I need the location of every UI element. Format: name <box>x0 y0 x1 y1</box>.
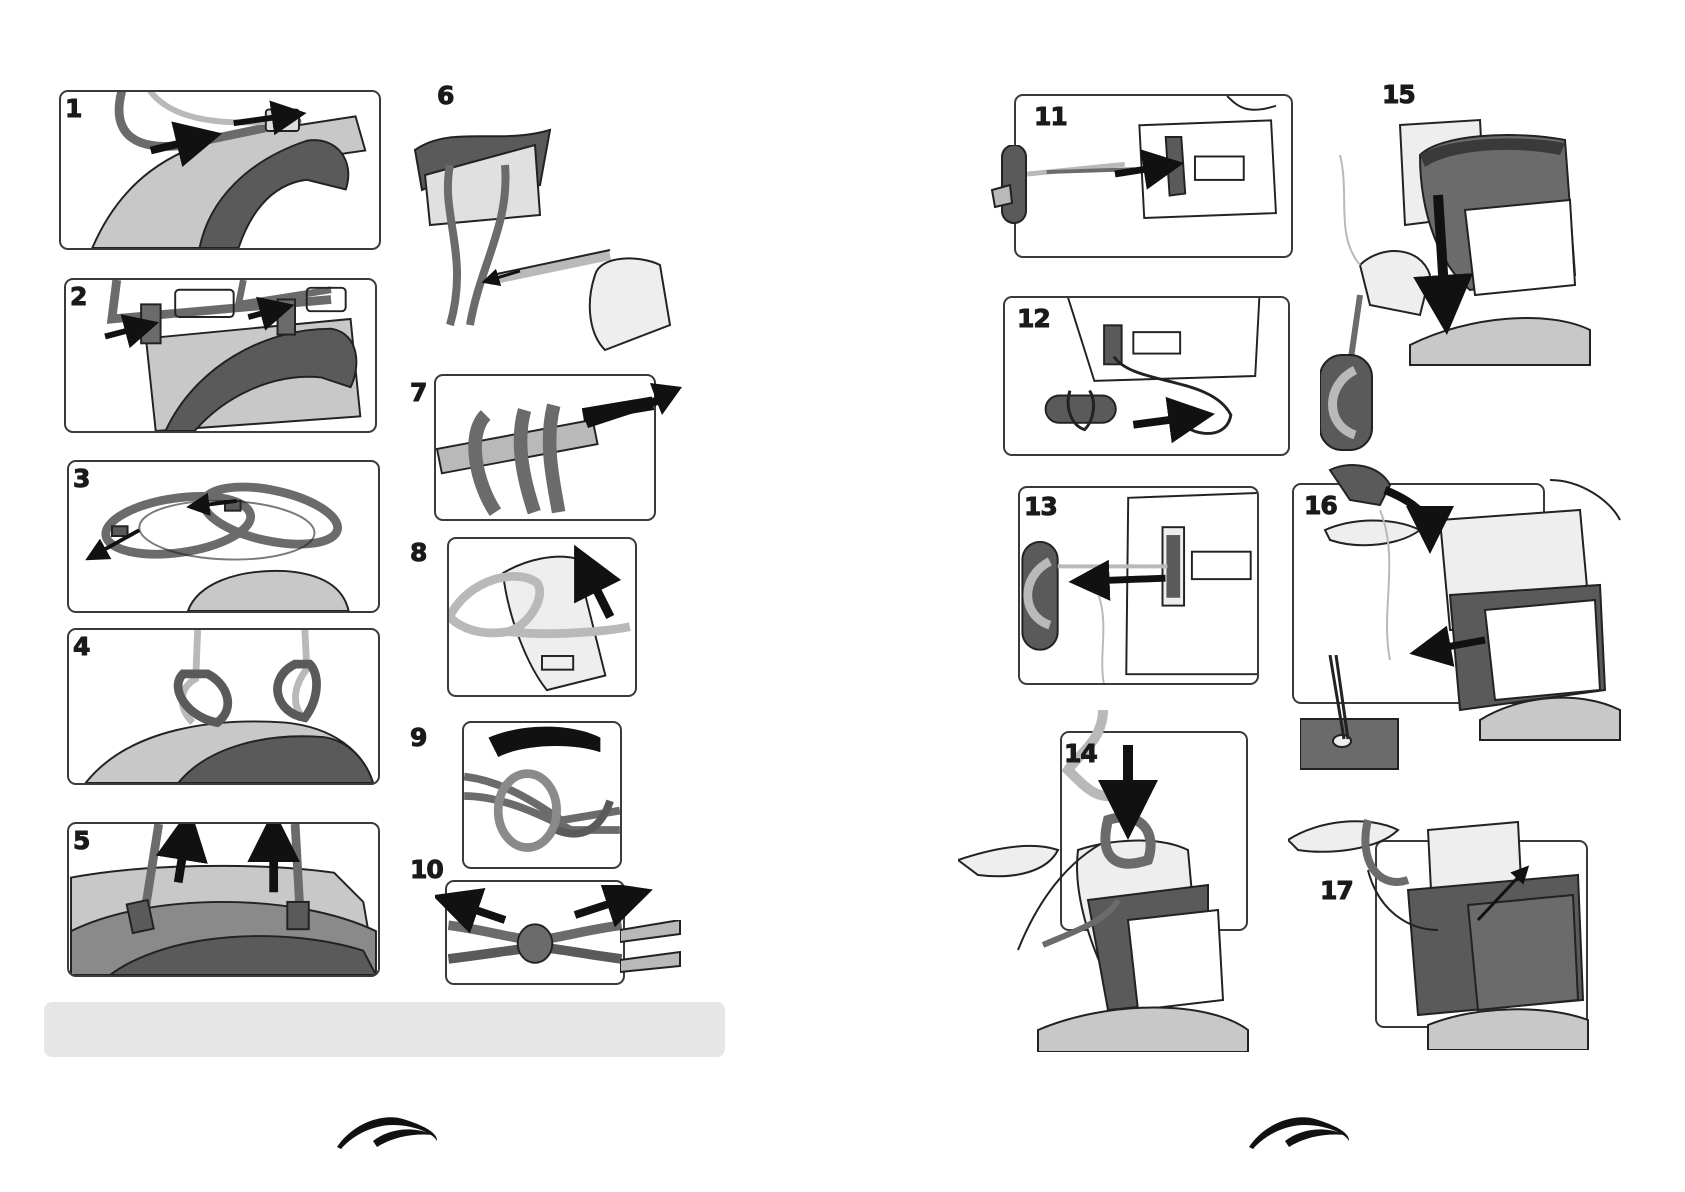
brand-logo-icon <box>1245 1113 1353 1153</box>
step-12-panel: 12 <box>1003 296 1290 456</box>
step-7-arrow-icon <box>580 375 685 435</box>
brand-logo-icon <box>333 1113 441 1153</box>
step-15-illustration <box>1320 115 1610 455</box>
step-6-number: 6 <box>437 83 453 108</box>
step-4-illustration <box>69 630 378 783</box>
step-number: 13 <box>1024 494 1057 519</box>
step-number: 1 <box>65 96 81 121</box>
step-15-number: 15 <box>1382 82 1415 107</box>
step-17-illustration <box>1288 800 1598 1050</box>
step-2-panel: 2 <box>64 278 377 433</box>
note-bar <box>44 1002 725 1057</box>
step-number: 14 <box>1064 741 1097 766</box>
step-5-panel: 5 <box>67 822 380 977</box>
step-10-number: 10 <box>410 857 443 882</box>
step-8-panel <box>447 537 637 697</box>
step-number: 16 <box>1304 493 1337 518</box>
step-3-illustration <box>69 462 378 611</box>
step-10-strap-ends <box>620 920 682 980</box>
step-8-number: 8 <box>410 540 426 565</box>
step-9-panel <box>462 721 622 869</box>
step-14-illustration <box>958 700 1258 1052</box>
step-3-panel: 3 <box>67 460 380 613</box>
step-number: 4 <box>73 634 89 659</box>
step-13-panel: 13 <box>1018 486 1259 685</box>
step-1-panel: 1 <box>59 90 381 250</box>
step-7-number: 7 <box>410 380 426 405</box>
step-number: 12 <box>1017 306 1050 331</box>
step-5-illustration <box>69 824 378 975</box>
step-9-illustration <box>464 723 620 867</box>
step-17-number: 17 <box>1320 878 1353 903</box>
step-8-illustration <box>449 539 635 695</box>
step-9-number: 9 <box>410 725 426 750</box>
step-6-illustration <box>410 105 695 365</box>
step-number: 5 <box>73 828 89 853</box>
step-number: 11 <box>1034 104 1067 129</box>
step-16-inset-detail <box>1300 655 1400 771</box>
step-1-illustration <box>61 92 379 248</box>
step-2-illustration <box>66 280 375 431</box>
step-number: 2 <box>70 284 86 309</box>
step-4-panel: 4 <box>67 628 380 785</box>
step-11-handle <box>990 145 1030 225</box>
step-11-panel: 11 <box>1014 94 1293 258</box>
step-number: 3 <box>73 466 89 491</box>
